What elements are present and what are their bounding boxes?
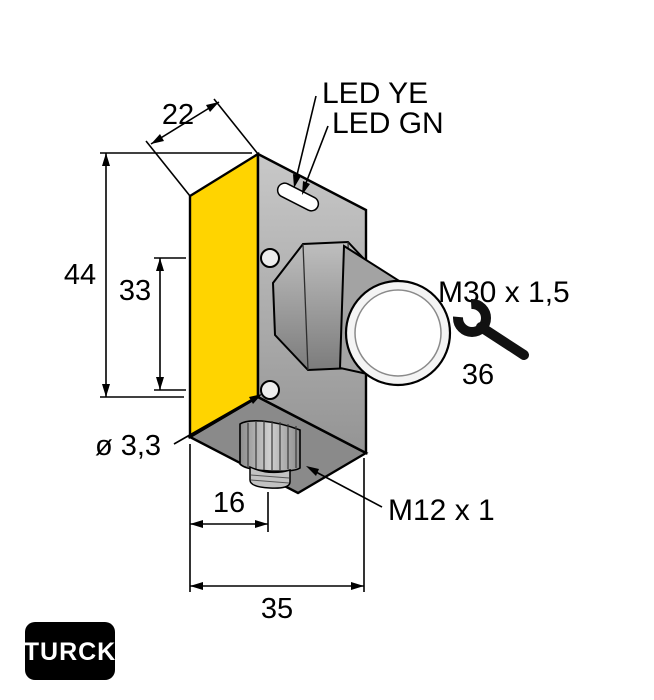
dim-22: 22 (145, 98, 259, 197)
dim-44: 44 (64, 152, 252, 398)
housing-side-face-yellow (188, 151, 260, 440)
dim-33: 33 (119, 257, 186, 391)
dim-22-value: 22 (162, 99, 194, 131)
led-ye-label: LED YE (322, 77, 428, 110)
turck-logo-text: TURCK (24, 638, 117, 666)
dim-35-value: 35 (261, 593, 293, 625)
mounting-hole-top (260, 248, 280, 268)
wrench-size-label: 36 (462, 359, 494, 391)
dim-16: 16 (189, 444, 269, 592)
turck-logo: TURCK (24, 622, 117, 680)
dim-44-value: 44 (64, 259, 96, 291)
led-window (276, 182, 320, 212)
connector-thread-label: M12 x 1 (388, 494, 495, 527)
hole-diameter-value: ø 3,3 (95, 430, 161, 462)
sensor-body (187, 151, 452, 495)
m12-connector (239, 420, 301, 489)
lens-thread-label: M30 x 1,5 (438, 276, 570, 309)
mounting-hole-bottom (260, 380, 280, 400)
connector-knurl (239, 420, 301, 472)
lens-inner-face (354, 289, 442, 377)
led-labels: LED YE LED GN (293, 77, 444, 195)
connector-ribs (247, 421, 297, 470)
led-gn-label: LED GN (332, 107, 444, 140)
dim-35: 35 (190, 458, 365, 625)
connector-thread-tip (249, 465, 291, 489)
wrench-icon (453, 299, 529, 360)
connector-thread-callout: M12 x 1 (306, 466, 495, 527)
dim-16-value: 16 (213, 487, 245, 519)
turck-logo-background (25, 622, 115, 680)
hole-diameter-callout: ø 3,3 (95, 394, 262, 462)
dim-33-value: 33 (119, 275, 151, 307)
